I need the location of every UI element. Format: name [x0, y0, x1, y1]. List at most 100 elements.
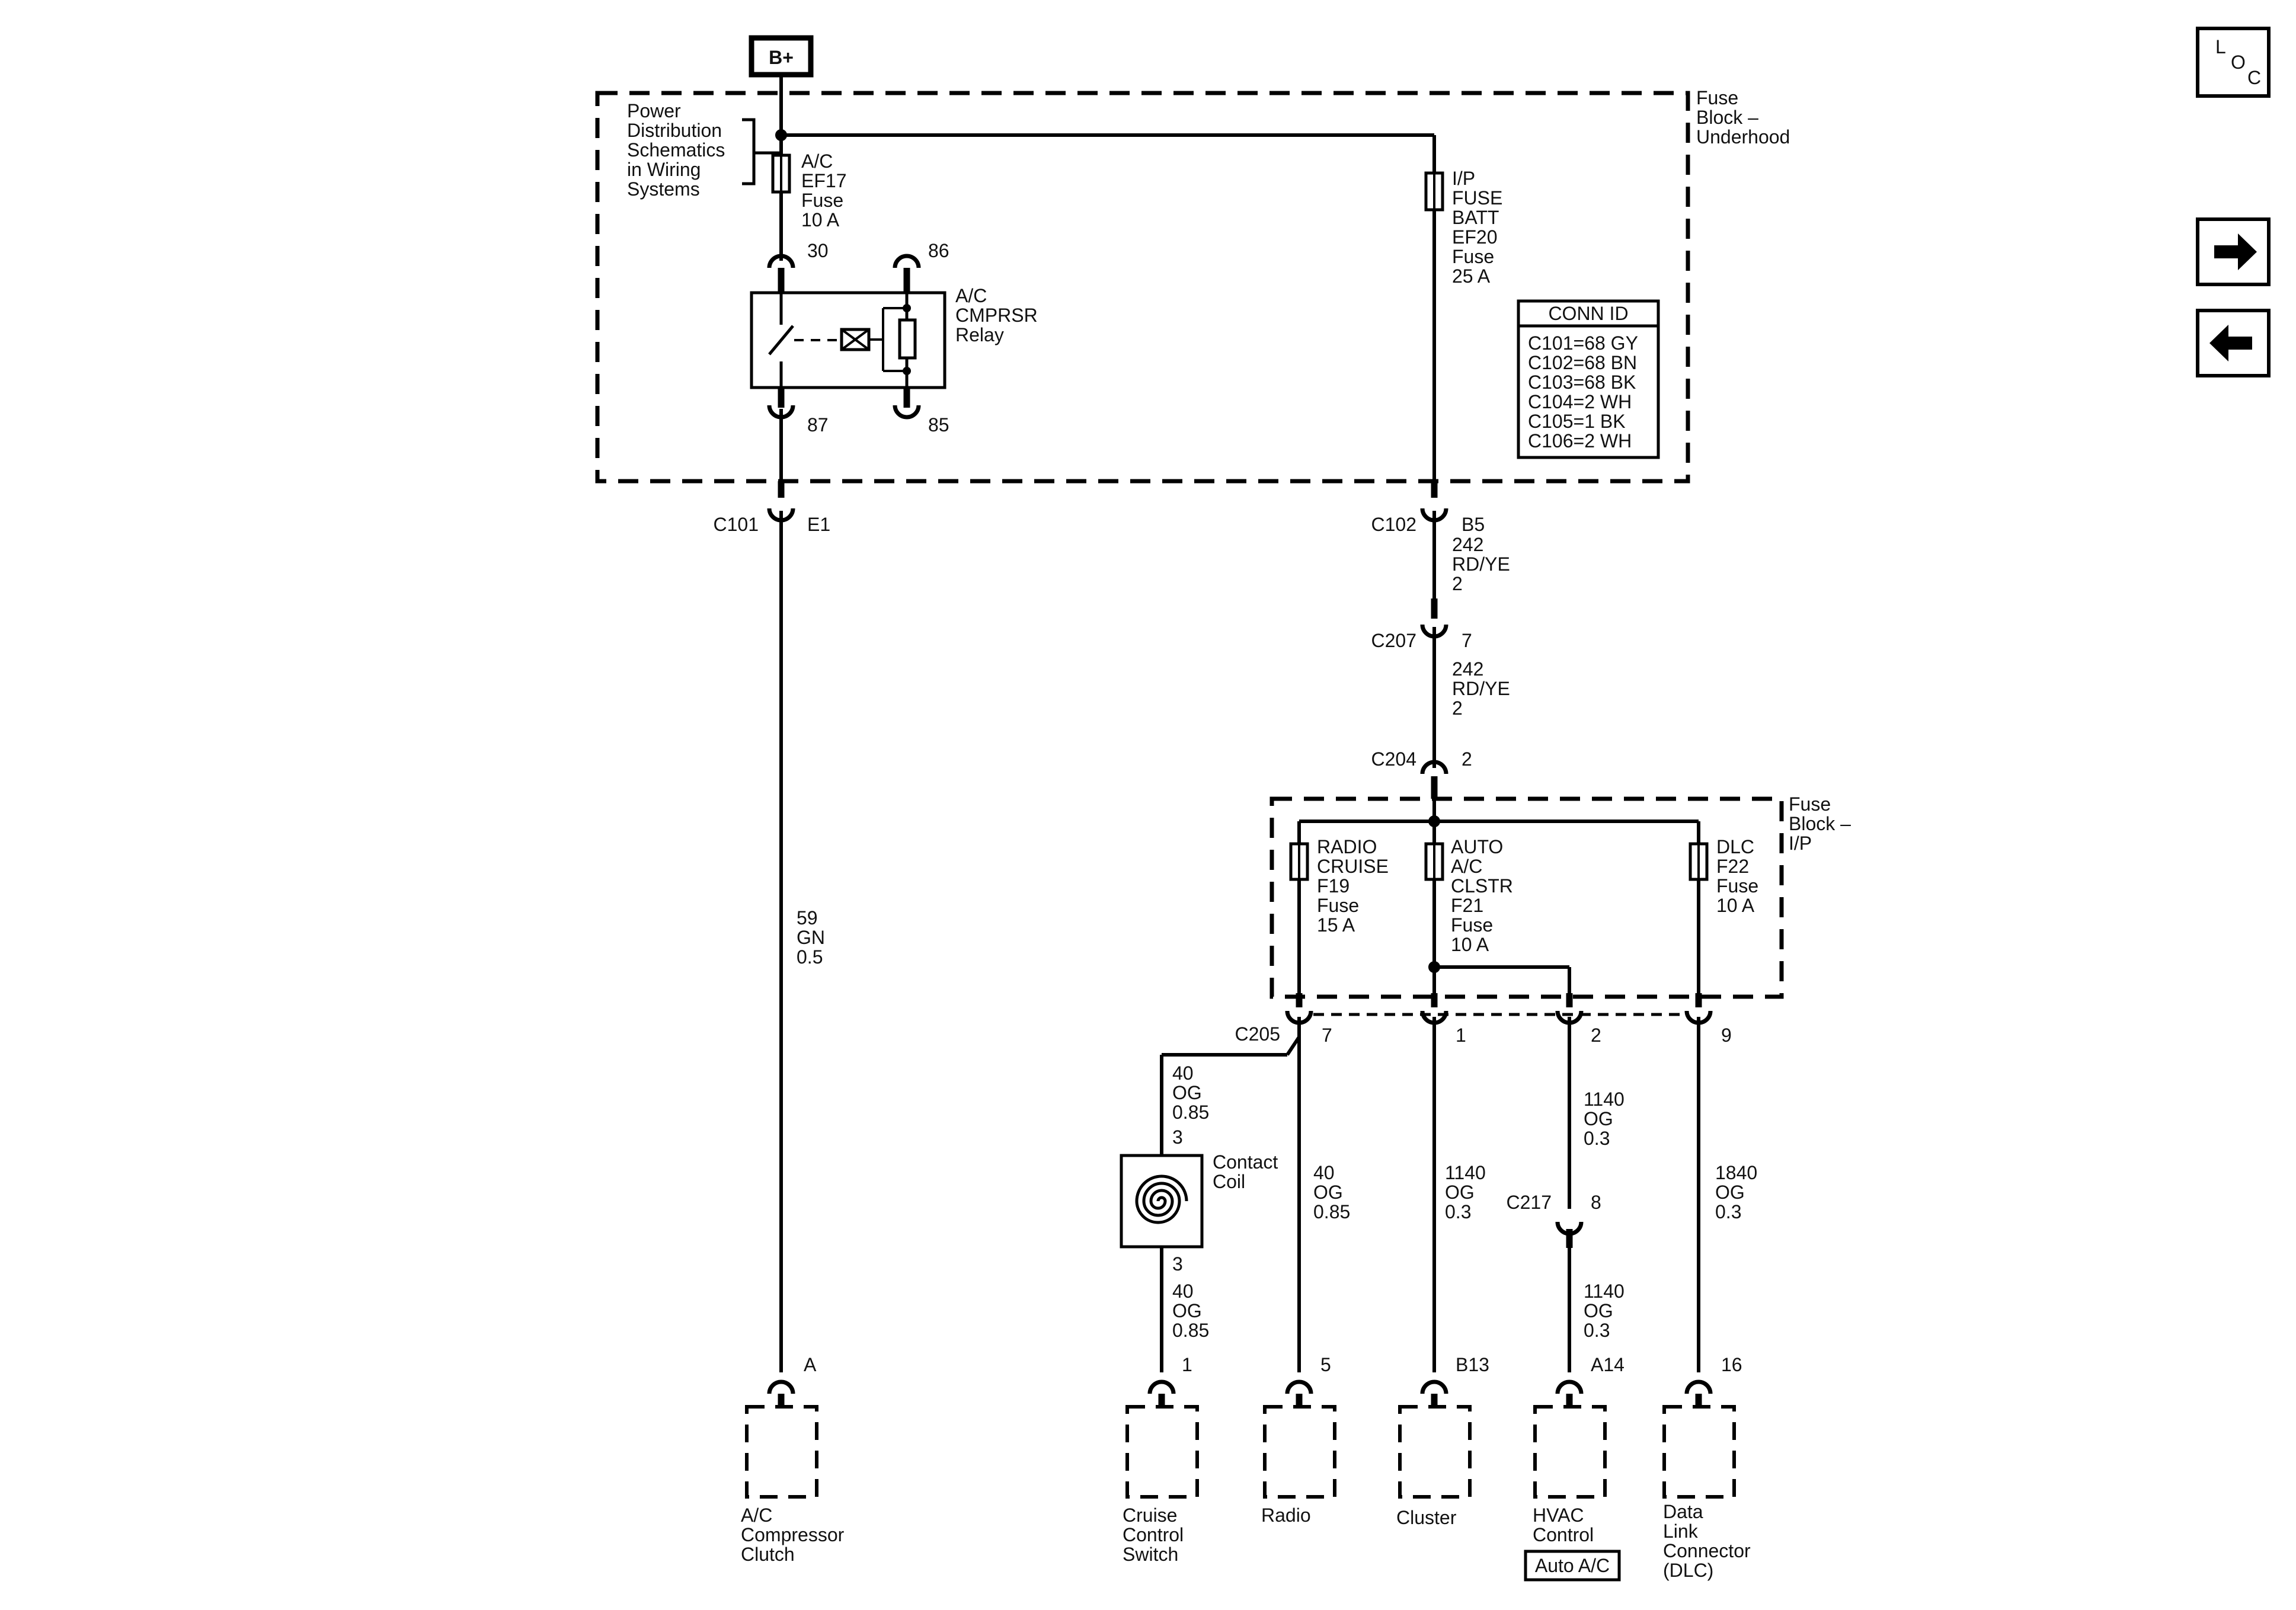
svg-text:86: 86	[928, 240, 949, 261]
svg-text:10 A: 10 A	[1716, 895, 1755, 916]
svg-text:Cluster: Cluster	[1396, 1507, 1457, 1528]
svg-text:Coil: Coil	[1213, 1171, 1245, 1192]
svg-text:OG: OG	[1584, 1108, 1613, 1129]
svg-text:Systems: Systems	[627, 178, 700, 200]
wire-242-a-label: 242 RD/YE 2	[1452, 534, 1510, 594]
connector-c217: C217 8	[1507, 1192, 1601, 1248]
connector-c205: C205 7 1 2 9	[1235, 993, 1732, 1046]
svg-text:OG: OG	[1715, 1182, 1745, 1203]
svg-text:10 A: 10 A	[1451, 934, 1489, 955]
wire-40-b-label: 40 OG 0.85	[1172, 1281, 1209, 1341]
svg-text:F22: F22	[1716, 856, 1749, 877]
svg-text:Schematics: Schematics	[627, 139, 725, 161]
wire-40-c-label: 40 OG 0.85	[1313, 1162, 1350, 1222]
fuse-block-ip-outputs	[1297, 879, 1700, 997]
svg-text:L: L	[2215, 36, 2226, 57]
svg-text:1140: 1140	[1584, 1281, 1625, 1302]
svg-text:Fuse: Fuse	[1452, 246, 1494, 267]
svg-text:15 A: 15 A	[1317, 914, 1355, 936]
svg-text:Fuse: Fuse	[801, 190, 843, 211]
next-page-button[interactable]	[2196, 217, 2271, 286]
svg-text:C101=68 GY: C101=68 GY	[1528, 332, 1638, 354]
svg-text:0.3: 0.3	[1584, 1128, 1610, 1149]
component-data-link-connector: 16 Data Link Connector (DLC)	[1662, 1354, 1751, 1581]
svg-text:1: 1	[1182, 1354, 1192, 1375]
svg-text:3: 3	[1172, 1253, 1183, 1275]
svg-text:OG: OG	[1584, 1300, 1613, 1321]
svg-text:2: 2	[1591, 1025, 1601, 1046]
svg-text:Data: Data	[1663, 1501, 1703, 1522]
svg-text:C106=2 WH: C106=2 WH	[1528, 430, 1632, 452]
svg-text:1140: 1140	[1584, 1089, 1625, 1110]
svg-text:BATT: BATT	[1452, 207, 1499, 228]
svg-text:C207: C207	[1371, 630, 1417, 651]
svg-text:C217: C217	[1507, 1192, 1552, 1213]
svg-text:RD/YE: RD/YE	[1452, 553, 1510, 575]
svg-text:CLSTR: CLSTR	[1451, 875, 1513, 897]
svg-text:Power: Power	[627, 100, 681, 121]
svg-text:Underhood: Underhood	[1696, 126, 1790, 148]
prev-arrow-icon	[2209, 325, 2252, 361]
svg-text:Contact: Contact	[1213, 1151, 1278, 1173]
svg-text:85: 85	[928, 414, 949, 436]
svg-text:Fuse: Fuse	[1696, 87, 1738, 108]
svg-text:Cruise: Cruise	[1123, 1505, 1177, 1526]
svg-text:B13: B13	[1456, 1354, 1489, 1375]
svg-text:Fuse: Fuse	[1789, 793, 1831, 815]
fuse-radio-cruise-f19: RADIO CRUISE F19 Fuse 15 A	[1289, 836, 1389, 936]
svg-text:8: 8	[1591, 1192, 1601, 1213]
component-ac-compressor-clutch: A A/C Compressor Clutch	[741, 1354, 845, 1565]
svg-text:C205: C205	[1235, 1023, 1281, 1045]
svg-text:0.85: 0.85	[1172, 1102, 1209, 1123]
svg-text:59: 59	[797, 907, 818, 929]
component-cruise-control-switch: 1 Cruise Control Switch	[1123, 1354, 1199, 1565]
component-radio: 5 Radio	[1261, 1354, 1336, 1526]
svg-text:40: 40	[1172, 1281, 1194, 1302]
svg-text:Clutch: Clutch	[741, 1544, 795, 1565]
svg-text:A: A	[804, 1354, 817, 1375]
svg-text:Connector: Connector	[1663, 1540, 1751, 1561]
connector-c204: C204 2	[1371, 748, 1472, 799]
previous-page-button[interactable]	[2196, 309, 2271, 377]
svg-text:C105=1 BK: C105=1 BK	[1528, 411, 1626, 432]
svg-text:C104=2 WH: C104=2 WH	[1528, 391, 1632, 412]
fuse-block-ip-label: Fuse Block – I/P	[1789, 793, 1851, 854]
svg-text:CONN ID: CONN ID	[1548, 303, 1628, 324]
svg-text:F19: F19	[1317, 875, 1350, 897]
wire-cruise-branch	[1160, 1017, 1301, 1372]
svg-text:242: 242	[1452, 658, 1483, 680]
svg-text:Compressor: Compressor	[741, 1524, 845, 1545]
svg-text:Fuse: Fuse	[1451, 914, 1493, 936]
svg-text:C: C	[2247, 67, 2261, 88]
next-arrow-icon	[2214, 233, 2257, 270]
svg-text:25 A: 25 A	[1452, 265, 1491, 287]
fuse-ip-batt-ef20: I/P FUSE BATT EF20 Fuse 25 A	[1424, 168, 1502, 287]
svg-text:40: 40	[1172, 1062, 1194, 1084]
svg-text:Auto A/C: Auto A/C	[1535, 1555, 1610, 1576]
svg-text:2: 2	[1452, 573, 1463, 594]
svg-text:I/P: I/P	[1789, 833, 1812, 854]
svg-text:RADIO: RADIO	[1317, 836, 1377, 857]
svg-text:Distribution: Distribution	[627, 120, 722, 141]
svg-text:C204: C204	[1371, 748, 1417, 770]
wire-40-a-label: 40 OG 0.85	[1172, 1062, 1209, 1123]
svg-text:A14: A14	[1591, 1354, 1625, 1375]
fuse-block-underhood-outline	[595, 91, 1690, 484]
contact-coil: 3 Contact Coil 3	[1120, 1126, 1278, 1275]
svg-text:0.3: 0.3	[1584, 1320, 1610, 1341]
svg-text:O: O	[2231, 52, 2246, 73]
svg-text:3: 3	[1172, 1126, 1183, 1148]
b-plus-label: B+	[769, 47, 794, 68]
svg-text:C102=68 BN: C102=68 BN	[1528, 352, 1637, 373]
svg-text:0.3: 0.3	[1445, 1201, 1471, 1222]
svg-text:A/C: A/C	[741, 1505, 772, 1526]
fuse-block-ip-bus	[1297, 799, 1700, 844]
svg-text:Control: Control	[1533, 1524, 1594, 1545]
svg-text:B5: B5	[1462, 514, 1485, 535]
fuse-auto-ac-clstr-f21: AUTO A/C CLSTR F21 Fuse 10 A	[1424, 836, 1513, 955]
svg-text:E1: E1	[807, 514, 830, 535]
loc-button[interactable]: L O C	[2196, 27, 2271, 98]
svg-text:1: 1	[1456, 1025, 1466, 1046]
svg-text:242: 242	[1452, 534, 1483, 555]
